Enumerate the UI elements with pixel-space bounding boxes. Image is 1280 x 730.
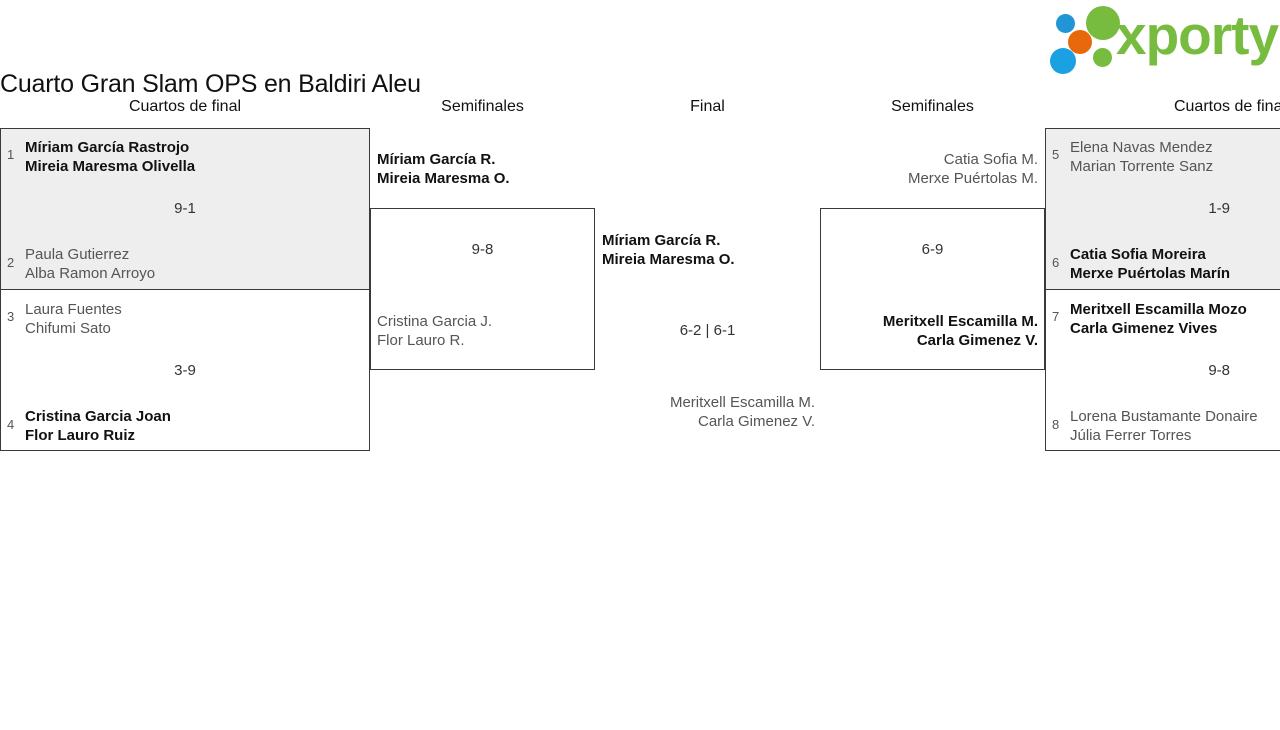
seed-number: 5 bbox=[1052, 147, 1060, 162]
match-box-quarterfinal-1[interactable] bbox=[0, 128, 370, 290]
seed-number: 7 bbox=[1052, 309, 1060, 324]
player-name: Paula Gutierrez bbox=[25, 246, 130, 263]
logo-dot-orange bbox=[1068, 30, 1092, 54]
team-entry[interactable]: Míriam García Rastrojo Mireia Maresma Ol… bbox=[25, 138, 355, 176]
logo-wordmark: xporty bbox=[1116, 4, 1279, 66]
seed-number: 3 bbox=[7, 309, 15, 324]
match-score: 9-8 bbox=[471, 241, 494, 258]
team-entry[interactable]: Catia Sofia Moreira Merxe Puértolas Marí… bbox=[1070, 245, 1280, 283]
player-name: Carla Gimenez Vives bbox=[1070, 320, 1218, 337]
match-score: 3-9 bbox=[174, 362, 196, 379]
column-header-semifinals-right: Semifinales bbox=[891, 98, 974, 115]
logo-dot-blue-top bbox=[1056, 14, 1075, 33]
match-score: 9-8 bbox=[1208, 362, 1230, 379]
seed-number: 2 bbox=[7, 255, 15, 270]
player-name: Carla Gimenez V. bbox=[698, 413, 815, 430]
player-name: Catia Sofia M. bbox=[943, 151, 1038, 168]
player-name: Cristina Garcia J. bbox=[377, 313, 493, 330]
player-name: Mireia Maresma O. bbox=[377, 170, 510, 187]
seed-number: 1 bbox=[7, 147, 15, 162]
player-name: Míriam García R. bbox=[602, 232, 721, 249]
team-entry[interactable]: Míriam García R. Mireia Maresma O. bbox=[602, 231, 817, 269]
team-entry[interactable]: Míriam García R. Mireia Maresma O. bbox=[377, 150, 587, 188]
column-header-quarterfinals-left: Cuartos de final bbox=[128, 98, 242, 115]
team-entry[interactable]: Meritxell Escamilla M. Carla Gimenez V. bbox=[600, 393, 815, 431]
match-box-semifinal-left[interactable] bbox=[370, 208, 595, 370]
match-score: 1-9 bbox=[1208, 200, 1230, 217]
seed-number: 6 bbox=[1052, 255, 1060, 270]
player-name: Merxe Puértolas Marín bbox=[1070, 265, 1231, 282]
xporty-logo: xporty bbox=[1050, 4, 1279, 74]
logo-dot-green-large bbox=[1086, 6, 1120, 40]
player-name: Merxe Puértolas M. bbox=[907, 170, 1038, 187]
player-name: Alba Ramon Arroyo bbox=[25, 265, 156, 282]
team-entry[interactable]: Paula Gutierrez Alba Ramon Arroyo bbox=[25, 245, 355, 283]
player-name: Meritxell Escamilla M. bbox=[882, 313, 1038, 330]
team-entry[interactable]: Meritxell Escamilla M. Carla Gimenez V. bbox=[828, 312, 1038, 350]
player-name: Míriam García Rastrojo bbox=[25, 139, 190, 156]
team-entry[interactable]: Catia Sofia M. Merxe Puértolas M. bbox=[828, 150, 1038, 188]
team-entry[interactable]: Lorena Bustamante Donaire Júlia Ferrer T… bbox=[1070, 407, 1280, 445]
team-entry[interactable]: Elena Navas Mendez Marian Torrente Sanz bbox=[1070, 138, 1280, 176]
logo-dot-blue-bottom bbox=[1050, 48, 1076, 74]
logo-dots-icon bbox=[1050, 4, 1120, 74]
player-name: Carla Gimenez V. bbox=[916, 332, 1038, 349]
match-box-quarterfinal-3[interactable] bbox=[1045, 128, 1280, 290]
team-entry[interactable]: Cristina Garcia J. Flor Lauro R. bbox=[377, 312, 587, 350]
player-name: Mireia Maresma O. bbox=[602, 251, 735, 268]
match-box-quarterfinal-2[interactable] bbox=[0, 289, 370, 451]
player-name: Cristina Garcia Joan bbox=[25, 408, 171, 425]
match-score: 9-1 bbox=[174, 200, 196, 217]
team-entry[interactable]: Cristina Garcia Joan Flor Lauro Ruiz bbox=[25, 407, 355, 445]
match-score: 6-2 | 6-1 bbox=[679, 322, 736, 339]
player-name: Catia Sofia Moreira bbox=[1070, 246, 1206, 263]
team-entry[interactable]: Laura Fuentes Chifumi Sato bbox=[25, 300, 355, 338]
player-name: Meritxell Escamilla Mozo bbox=[1070, 301, 1247, 318]
player-name: Flor Lauro R. bbox=[377, 332, 465, 349]
player-name: Chifumi Sato bbox=[25, 320, 111, 337]
player-name: Meritxell Escamilla M. bbox=[669, 394, 815, 411]
column-header-final: Final bbox=[690, 98, 725, 115]
player-name: Marian Torrente Sanz bbox=[1070, 158, 1214, 175]
player-name: Mireia Maresma Olivella bbox=[25, 158, 196, 175]
match-box-quarterfinal-4[interactable] bbox=[1045, 289, 1280, 451]
team-entry[interactable]: Meritxell Escamilla Mozo Carla Gimenez V… bbox=[1070, 300, 1280, 338]
match-box-semifinal-right[interactable] bbox=[820, 208, 1045, 370]
page-title-line-1: Cuarto Gran Slam OPS en Baldiri Aleu bbox=[0, 70, 421, 98]
player-name: Júlia Ferrer Torres bbox=[1070, 427, 1192, 444]
column-header-semifinals-left: Semifinales bbox=[441, 98, 524, 115]
player-name: Lorena Bustamante Donaire bbox=[1070, 408, 1258, 425]
match-score: 6-9 bbox=[921, 241, 944, 258]
player-name: Flor Lauro Ruiz bbox=[25, 427, 135, 444]
seed-number: 8 bbox=[1052, 417, 1060, 432]
player-name: Míriam García R. bbox=[377, 151, 496, 168]
seed-number: 4 bbox=[7, 417, 15, 432]
column-header-quarterfinals-right: Cuartos de final bbox=[1173, 98, 1280, 115]
logo-dot-green-small bbox=[1093, 48, 1112, 67]
player-name: Laura Fuentes bbox=[25, 301, 122, 318]
player-name: Elena Navas Mendez bbox=[1070, 139, 1213, 156]
